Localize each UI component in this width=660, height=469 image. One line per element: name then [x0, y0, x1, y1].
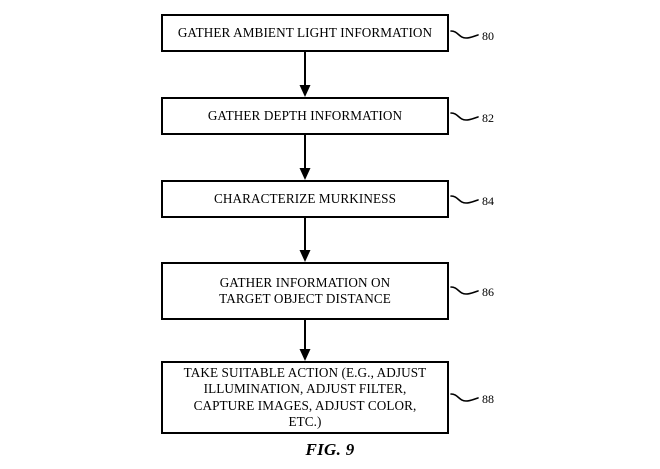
connector-82-84	[299, 135, 311, 180]
process-box-86[interactable]: GATHER INFORMATION ON TARGET OBJECT DIST…	[161, 262, 449, 320]
reference-numeral-82: 82	[482, 111, 494, 125]
leader-line-82	[450, 112, 479, 121]
reference-numeral-84: 84	[482, 194, 494, 208]
process-box-82[interactable]: GATHER DEPTH INFORMATION	[161, 97, 449, 135]
process-box-88[interactable]: TAKE SUITABLE ACTION (E.G., ADJUST ILLUM…	[161, 361, 449, 434]
process-box-84[interactable]: CHARACTERIZE MURKINESS	[161, 180, 449, 218]
reference-numeral-80: 80	[482, 29, 494, 43]
connector-86-88	[299, 320, 311, 361]
leader-line-84	[450, 195, 479, 204]
leader-line-80	[450, 30, 479, 39]
connector-80-82	[299, 52, 311, 97]
process-box-80-label: GATHER AMBIENT LIGHT INFORMATION	[177, 24, 433, 40]
reference-numeral-86: 86	[482, 285, 494, 299]
leader-line-86	[450, 286, 479, 295]
process-box-84-label: CHARACTERIZE MURKINESS	[213, 190, 397, 206]
leader-line-88	[450, 393, 479, 402]
figure-caption: FIG. 9	[305, 440, 355, 459]
process-box-88-label: TAKE SUITABLE ACTION (E.G., ADJUST ILLUM…	[183, 364, 427, 430]
reference-numeral-88: 88	[482, 392, 494, 406]
process-box-82-label: GATHER DEPTH INFORMATION	[207, 107, 403, 123]
process-box-80[interactable]: GATHER AMBIENT LIGHT INFORMATION	[161, 14, 449, 52]
connector-84-86	[299, 218, 311, 262]
process-box-86-label: GATHER INFORMATION ON TARGET OBJECT DIST…	[219, 274, 391, 307]
